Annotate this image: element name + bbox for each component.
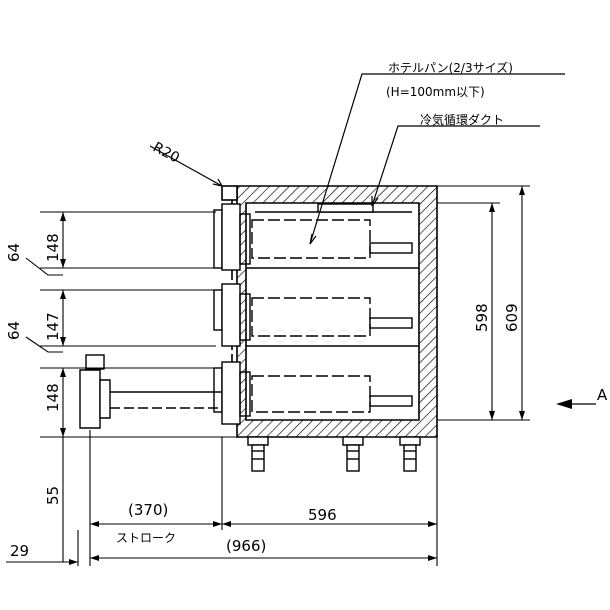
- dim-left-55: 55: [44, 486, 62, 505]
- dimension-lines: [6, 185, 530, 566]
- view-marker-label: A: [597, 386, 608, 404]
- note-hotel-pan-height: (H=100mm以下): [386, 85, 485, 99]
- dim-offset-29: 29: [10, 542, 29, 560]
- note-cold-air-duct: 冷気循環ダクト: [420, 112, 504, 127]
- dim-left-148-top: 148: [44, 233, 62, 262]
- radius-label: R20: [150, 139, 182, 166]
- dim-left-64-mid: 64: [5, 321, 23, 340]
- dim-left-147: 147: [44, 312, 62, 341]
- dim-height-609: 609: [503, 303, 521, 332]
- dim-height-598: 598: [473, 303, 491, 332]
- dim-left-64-top: 64: [5, 243, 23, 262]
- dim-stroke-paren: (370): [128, 501, 168, 519]
- drawer-1: [213, 203, 419, 271]
- dimension-arrows: [60, 186, 525, 565]
- dim-left-148-bottom: 148: [44, 383, 62, 412]
- drawer-2: [213, 283, 419, 347]
- foot-front: [247, 436, 269, 472]
- cabinet-body: [221, 185, 438, 438]
- dim-depth-596: 596: [308, 506, 337, 524]
- foot-middle: [342, 436, 364, 472]
- dim-stroke-label: ストローク: [116, 531, 176, 545]
- view-arrow-a: [556, 399, 596, 409]
- cold-air-duct: [255, 203, 412, 213]
- cabinet-wall-hatch: [236, 185, 438, 438]
- note-hotel-pan: ホテルパン(2/3サイズ): [388, 60, 513, 75]
- drawer-3-extended: [79, 354, 413, 429]
- foot-rear: [399, 436, 421, 472]
- note-leaders: [149, 73, 565, 245]
- feet: [247, 436, 421, 472]
- dim-total-966: (966): [226, 537, 266, 555]
